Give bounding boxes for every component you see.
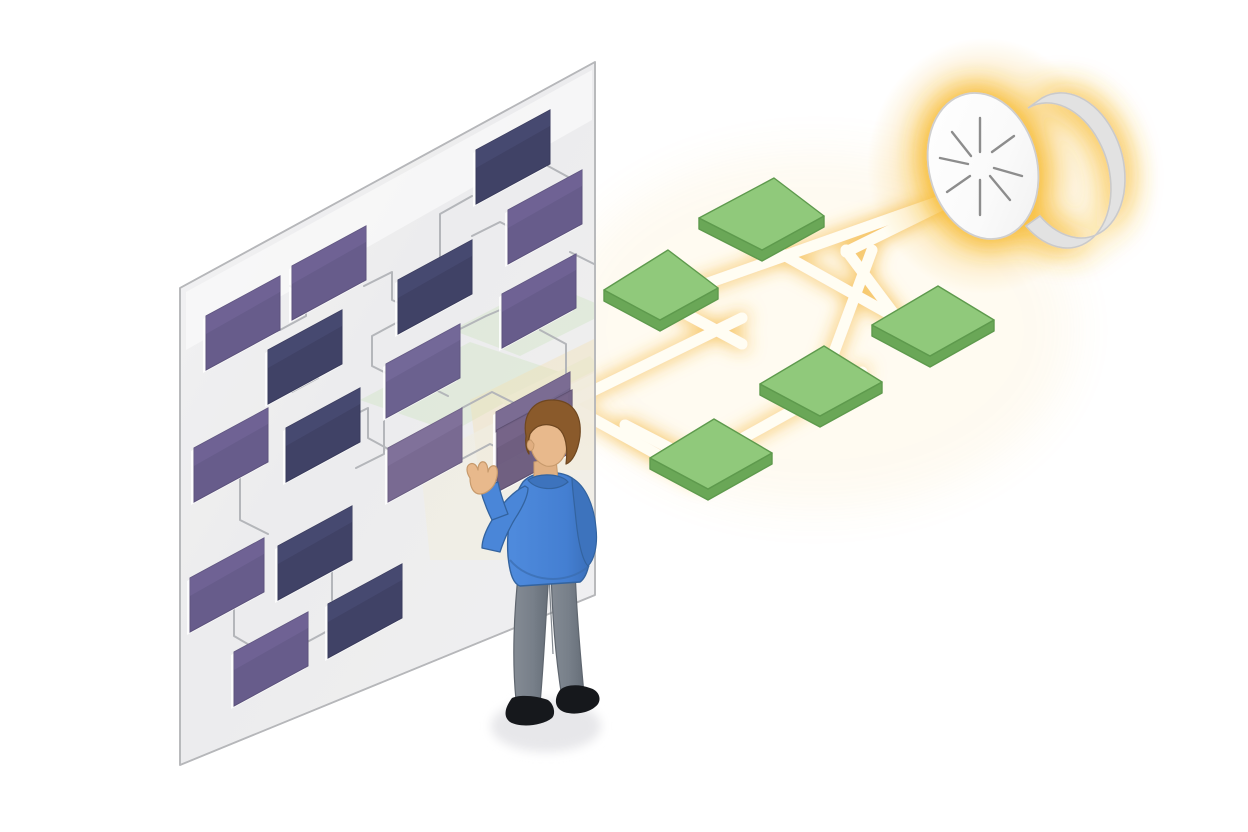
network-nodes [603,177,995,501]
shoe-right [555,685,600,714]
board-glass-overlay [180,62,595,765]
starburst-icon [938,116,1024,217]
sweater-body [506,471,592,587]
hub-node[interactable] [867,38,1126,294]
link-node3-in [840,244,906,328]
card-sheen [292,226,366,284]
card-face [501,253,577,349]
legacy-card[interactable] [325,563,403,661]
network-node[interactable] [698,177,825,262]
card-sheen [476,110,550,168]
hub-rim [1024,92,1126,249]
node-top-face [649,418,773,490]
card-face [387,407,463,503]
card-sheen [286,388,360,446]
hand-left [466,461,498,495]
card-sheen [502,254,576,312]
card-sheen [206,276,280,334]
card-face [385,323,461,419]
collar [527,474,569,490]
card-sheen [190,538,264,596]
legacy-card[interactable] [385,407,463,505]
card-sheen [386,324,460,382]
card-face [291,225,367,321]
network-node[interactable] [603,249,719,332]
legacy-card[interactable] [499,253,577,351]
network-node[interactable] [759,345,883,428]
card-sheen [268,310,342,368]
legacy-card[interactable] [203,275,281,373]
legacy-card[interactable] [283,387,361,485]
legacy-card[interactable] [191,407,269,505]
shoe-left [505,695,555,726]
node-top-face [698,177,825,251]
card-face [233,611,309,707]
legacy-card[interactable] [231,611,309,709]
ear [526,439,535,452]
card-face [189,537,265,633]
board-sheen [186,70,592,350]
sleeve-right [571,477,598,567]
legacy-card[interactable] [265,309,343,407]
node-top-face [759,345,883,417]
card-face [193,407,269,503]
card-face [205,275,281,371]
network-node[interactable] [871,285,995,368]
card-sheen [388,408,462,466]
hair [524,399,581,465]
legacy-card[interactable] [473,109,551,207]
card-sheen [496,372,570,430]
card-sheen [194,408,268,466]
node-top-face [603,249,719,321]
person-figure[interactable] [466,399,601,752]
legacy-card[interactable] [187,537,265,635]
legacy-card[interactable] [383,323,461,421]
board-outline [179,61,596,766]
network-node[interactable] [649,418,773,501]
hub-face [926,92,1040,240]
node-top-face [871,285,995,357]
sweater-hem [509,559,590,580]
card-face [507,169,583,265]
legacy-card[interactable] [289,225,367,323]
card-sheen [508,170,582,228]
card-sheen [328,564,402,622]
card-sheen [398,240,472,298]
legacy-card[interactable] [275,505,353,603]
legacy-card[interactable] [505,169,583,267]
card-sheen [234,612,308,670]
legacy-card[interactable] [395,239,473,337]
card-sheen [278,506,352,564]
